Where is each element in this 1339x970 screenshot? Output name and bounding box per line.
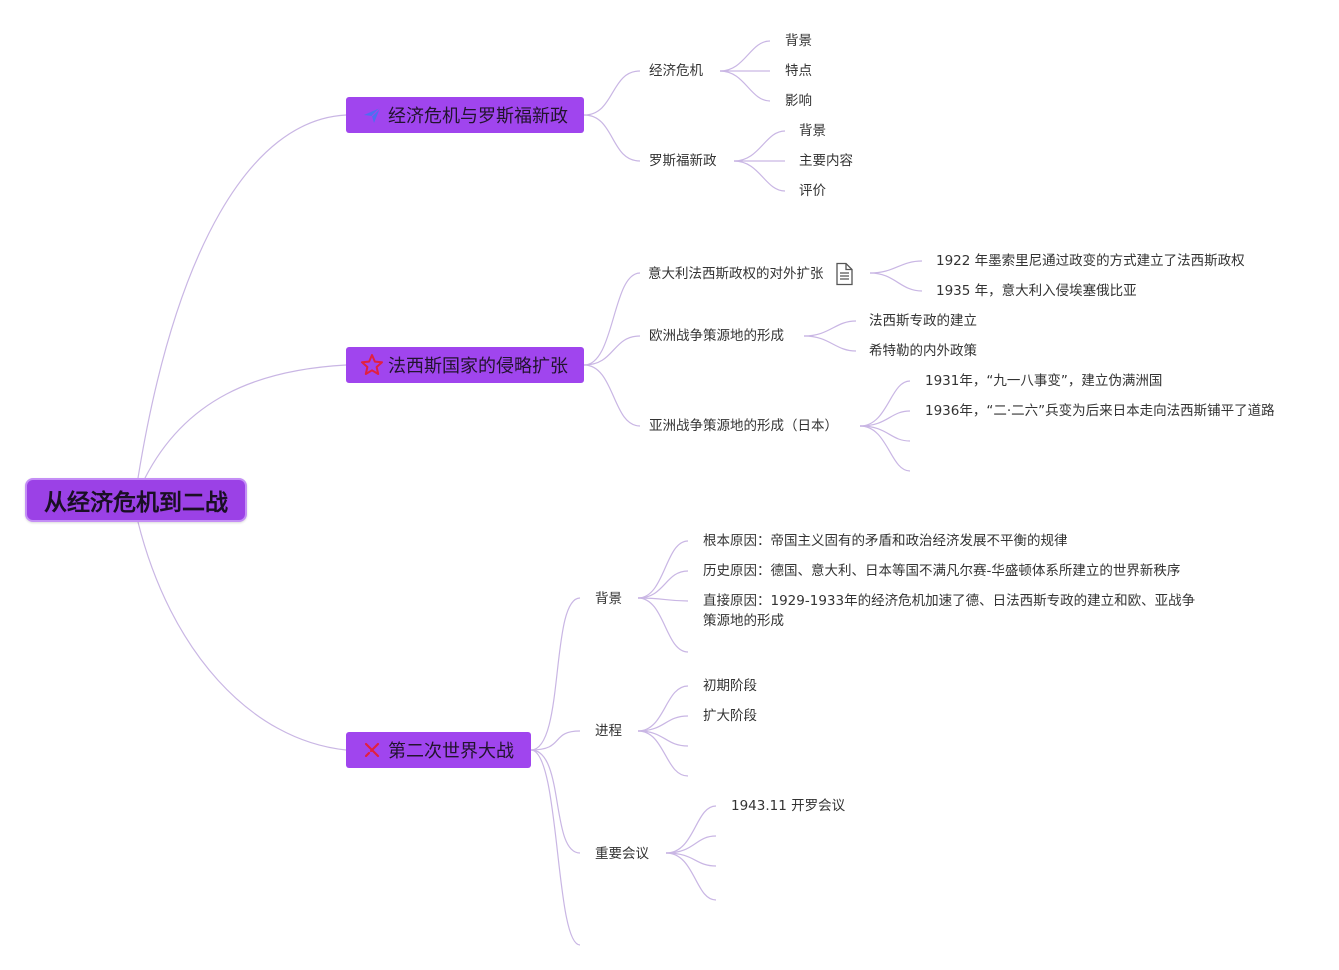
subtopic[interactable]: 1931年，“九一八事变”，建立伪满洲国 xyxy=(925,373,1163,389)
topic-ww2-process[interactable]: 进程 xyxy=(595,723,622,739)
branch-label: 经济危机与罗斯福新政 xyxy=(388,106,568,127)
branch-label: 法西斯国家的侵略扩张 xyxy=(388,356,568,377)
subtopic[interactable]: 初期阶段 xyxy=(703,678,757,694)
subtopic[interactable]: 1922 年墨索里尼通过政变的方式建立了法西斯政权 xyxy=(936,253,1245,269)
topic-new-deal[interactable]: 罗斯福新政 xyxy=(649,153,717,169)
subtopic[interactable]: 1943.11 开罗会议 xyxy=(731,798,846,814)
branch-fascist-expansion[interactable]: 法西斯国家的侵略扩张 xyxy=(346,347,584,383)
subtopic[interactable]: 1935 年，意大利入侵埃塞俄比亚 xyxy=(936,283,1137,299)
branch-ww2[interactable]: 第二次世界大战 xyxy=(346,732,531,768)
branch-label: 第二次世界大战 xyxy=(388,741,514,762)
subtopic[interactable]: 背景 xyxy=(799,123,826,139)
topic-ww2-conferences[interactable]: 重要会议 xyxy=(595,846,649,862)
subtopic[interactable]: 背景 xyxy=(785,33,812,49)
subtopic[interactable]: 1936年，“二·二六”兵变为后来日本走向法西斯铺平了道路 xyxy=(925,403,1275,419)
root-node[interactable]: 从经济危机到二战 xyxy=(25,478,247,522)
swords-icon xyxy=(360,738,384,762)
note-icon[interactable] xyxy=(834,262,854,290)
subtopic[interactable]: 评价 xyxy=(799,183,826,199)
subtopic[interactable]: 特点 xyxy=(785,63,812,79)
topic-italy-expansion[interactable]: 意大利法西斯政权的对外扩张 xyxy=(648,266,824,282)
root-label: 从经济危机到二战 xyxy=(44,490,228,516)
subtopic[interactable]: 直接原因：1929-1933年的经济危机加速了德、日法西斯专政的建立和欧、亚战争… xyxy=(703,593,1196,629)
subtopic[interactable]: 希特勒的内外政策 xyxy=(869,343,977,359)
branch-economic-crisis[interactable]: 经济危机与罗斯福新政 xyxy=(346,97,584,133)
topic-economic-crisis[interactable]: 经济危机 xyxy=(649,63,703,79)
subtopic[interactable]: 主要内容 xyxy=(799,153,853,169)
subtopic[interactable]: 法西斯专政的建立 xyxy=(869,313,977,329)
topic-europe-war-source[interactable]: 欧洲战争策源地的形成 xyxy=(649,328,784,344)
subtopic[interactable]: 扩大阶段 xyxy=(703,708,757,724)
send-icon xyxy=(360,103,384,127)
star-icon xyxy=(360,353,384,377)
subtopic[interactable]: 根本原因：帝国主义固有的矛盾和政治经济发展不平衡的规律 xyxy=(703,533,1068,549)
topic-ww2-background[interactable]: 背景 xyxy=(595,591,622,607)
subtopic[interactable]: 历史原因：德国、意大利、日本等国不满凡尔赛-华盛顿体系所建立的世界新秩序 xyxy=(703,563,1181,579)
subtopic[interactable]: 影响 xyxy=(785,93,812,109)
topic-asia-war-source[interactable]: 亚洲战争策源地的形成（日本） xyxy=(649,418,838,434)
